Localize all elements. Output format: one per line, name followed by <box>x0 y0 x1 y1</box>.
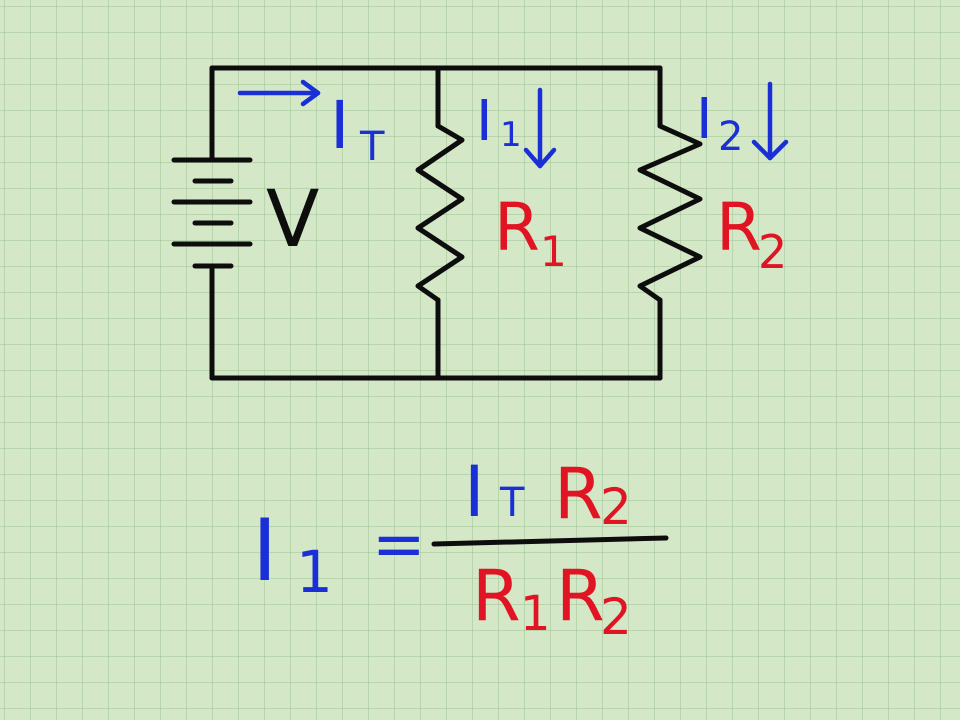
svg-text:1: 1 <box>520 586 551 642</box>
formula-lhs: I 1 <box>252 501 333 606</box>
svg-text:1: 1 <box>540 227 567 276</box>
svg-text:R: R <box>472 555 521 637</box>
formula-fraction-bar <box>431 535 669 547</box>
svg-text:2: 2 <box>600 588 632 646</box>
svg-text:I: I <box>252 501 277 601</box>
formula-denominator: R 1 R 2 <box>472 555 632 646</box>
svg-text:I: I <box>696 87 713 152</box>
svg-text:I: I <box>476 89 493 154</box>
svg-text:I: I <box>464 451 485 533</box>
svg-text:R: R <box>716 189 762 266</box>
circuit-wires <box>209 65 663 381</box>
svg-text:2: 2 <box>600 478 632 536</box>
branch1-current-label: I 1 <box>476 89 522 155</box>
svg-text:T: T <box>359 124 385 170</box>
svg-text:1: 1 <box>500 115 522 155</box>
resistor1-label: R 1 <box>494 189 567 276</box>
resistor2-label: R 2 <box>716 189 787 279</box>
total-current-label: I T <box>330 87 385 170</box>
resistor2-symbol <box>637 123 703 303</box>
svg-text:2: 2 <box>718 114 743 160</box>
total-current-arrow <box>237 79 321 107</box>
current-divider-formula: I 1 = I T R 2 R 1 R 2 <box>252 451 669 646</box>
voltage-label: V <box>266 175 319 265</box>
svg-text:2: 2 <box>758 225 787 279</box>
formula-numerator: I T R 2 <box>464 451 632 536</box>
resistor1-symbol <box>415 123 465 303</box>
svg-text:1: 1 <box>296 538 333 606</box>
svg-text:R: R <box>556 555 605 637</box>
formula-equals: = <box>372 508 426 582</box>
svg-text:R: R <box>554 453 603 535</box>
branch2-current-arrow <box>751 81 789 161</box>
battery-symbol <box>171 157 253 269</box>
branch1-current-arrow <box>523 87 557 169</box>
svg-text:T: T <box>499 480 525 526</box>
svg-text:I: I <box>330 87 349 164</box>
branch2-current-label: I 2 <box>696 87 743 160</box>
svg-text:R: R <box>494 189 540 266</box>
